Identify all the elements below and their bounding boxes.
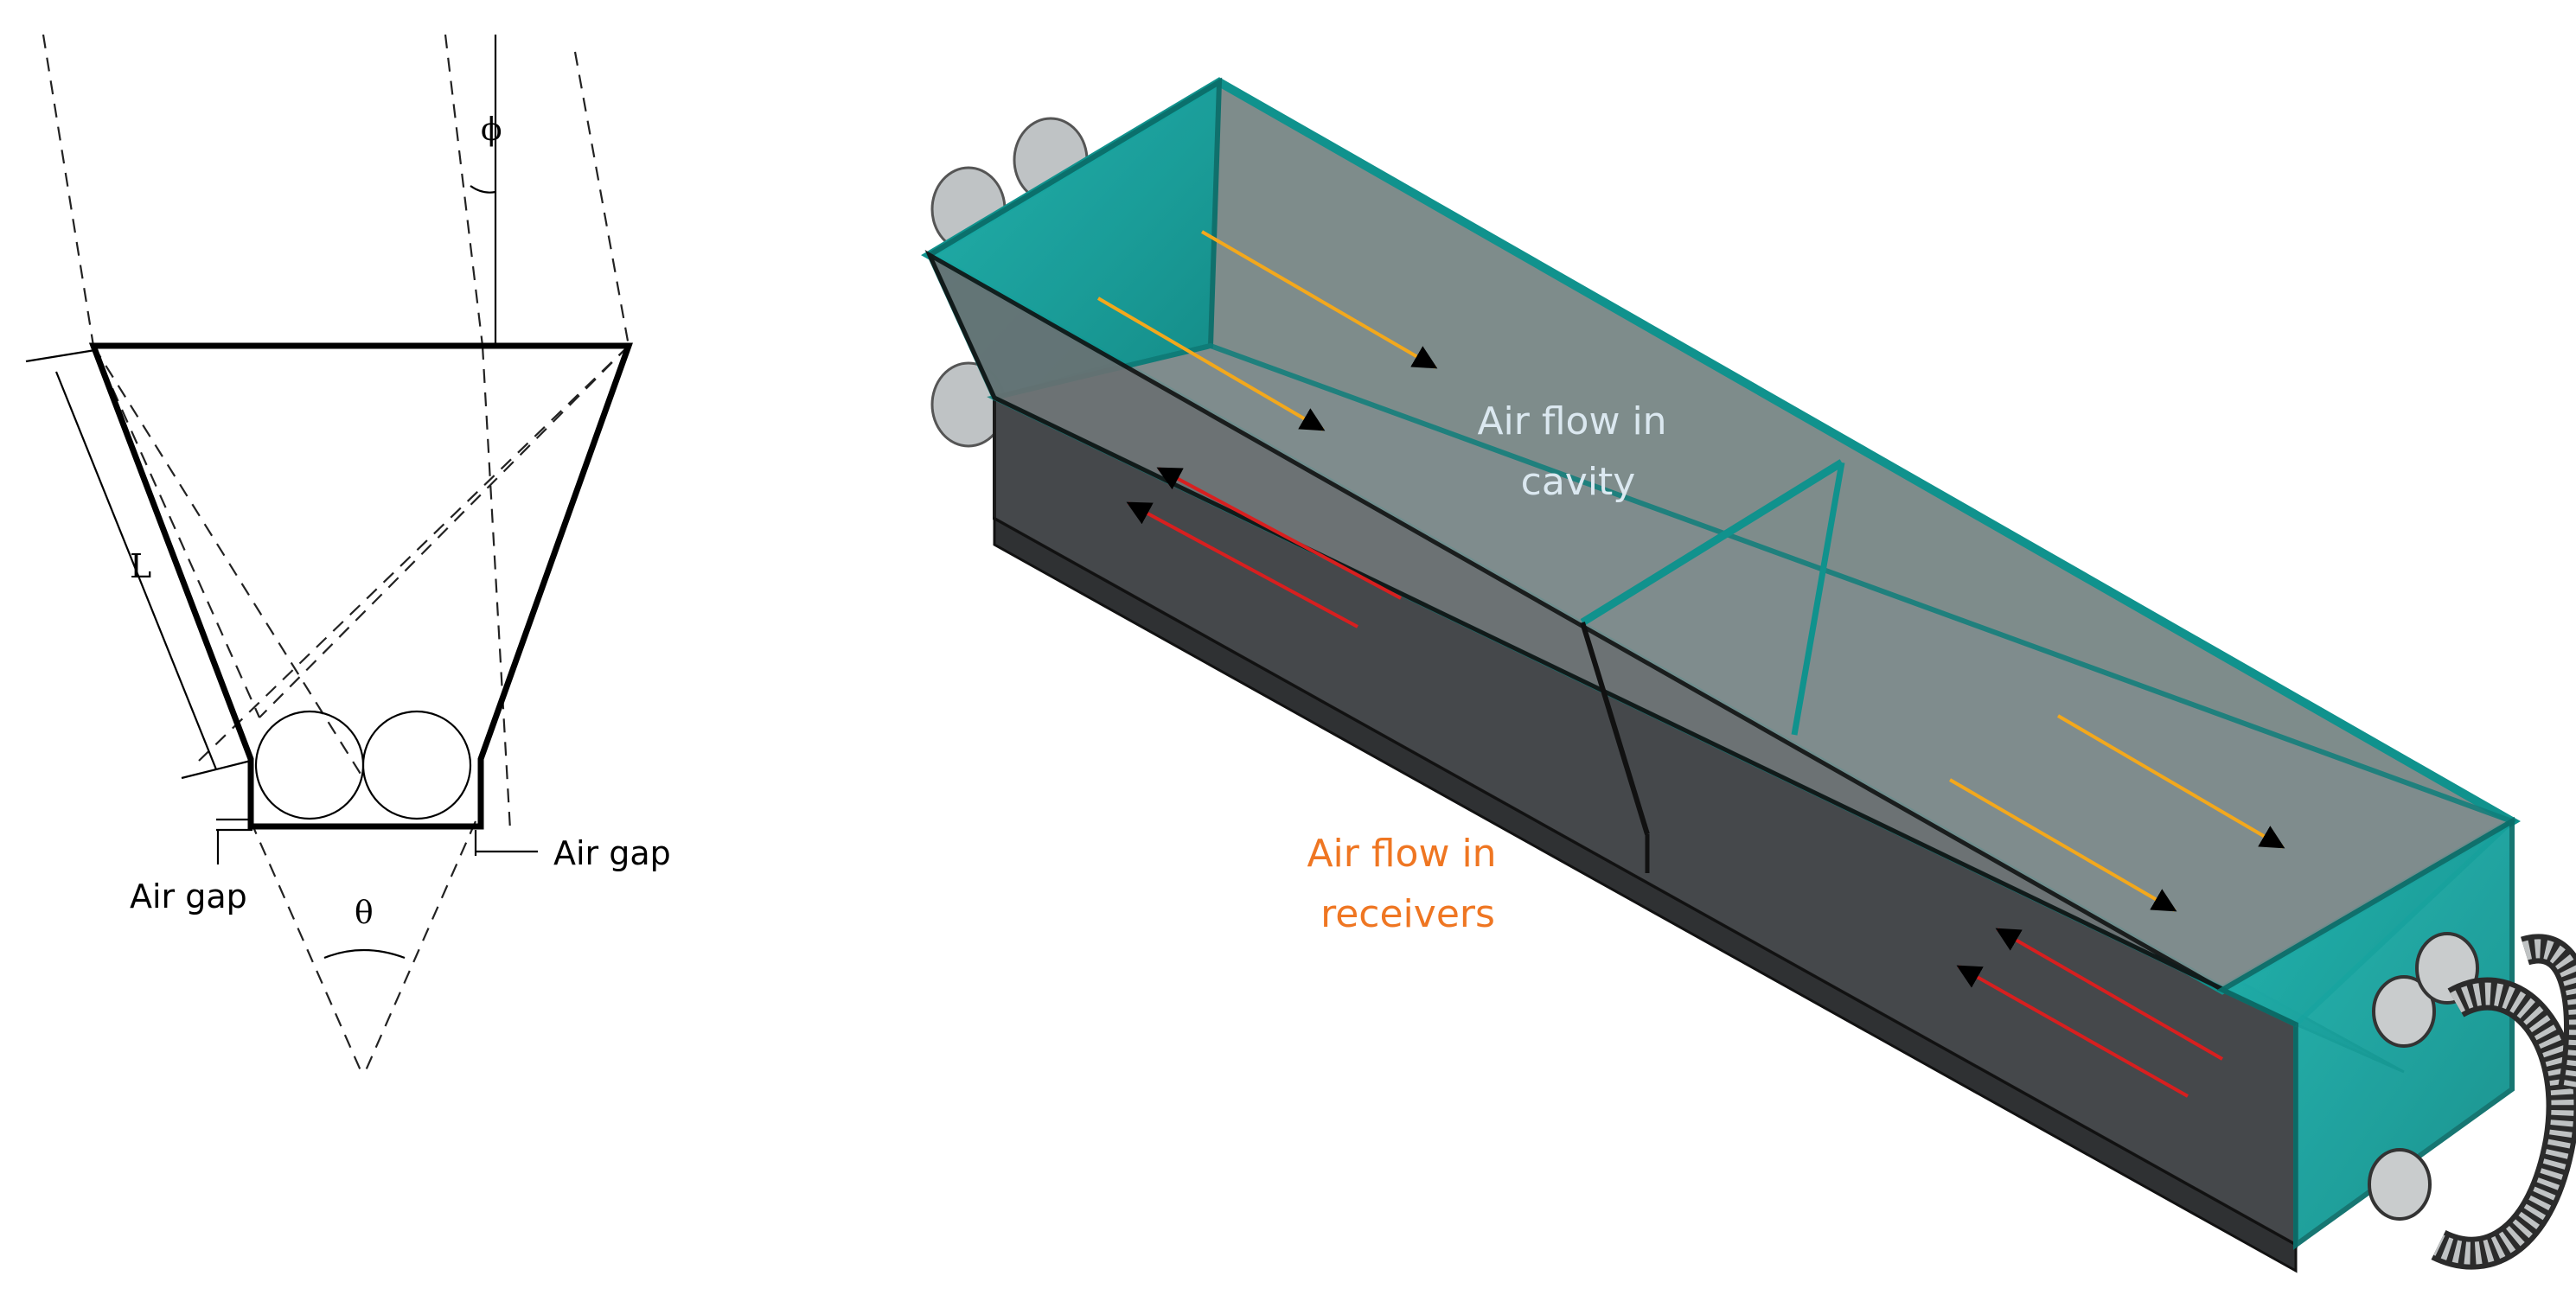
cavity-flow-arrows: [1096, 230, 2285, 912]
acceptance-line: [573, 51, 630, 347]
receiver-flow-arrow: [1126, 501, 1358, 628]
length-tick: [25, 348, 96, 363]
cavity-flow-arrow: [2056, 714, 2285, 849]
receiver-flow-arrow: [1995, 928, 2223, 1061]
length-tick: [181, 759, 252, 780]
cavity-flow-arrow: [1096, 297, 1326, 431]
theta-cone-line: [249, 820, 365, 1077]
outlet-u-bend-tubes: [2368, 932, 2576, 1270]
acceptance-line: [198, 345, 630, 762]
air-gap-left-label: Air gap: [130, 877, 247, 915]
receiver-flow-label-line1: Air flow in: [1307, 832, 1496, 876]
receiver-flow-label: Air flow in receivers: [1307, 832, 1508, 936]
receiver-body-side: [993, 516, 2298, 1273]
mid-divider: [1580, 459, 1844, 626]
phi-angle-arc: [470, 185, 496, 194]
length-dimension-line: [54, 371, 218, 770]
receiver-flow-arrows: [1126, 467, 2223, 1098]
acceptance-line: [93, 345, 364, 779]
theta-angle-arc: [323, 948, 406, 960]
collector-3d-model: Air flow in cavity Air flow in receivers: [921, 77, 2576, 1273]
cross-section-diagram: ϕ L θ Air gap Air gap: [25, 34, 671, 1077]
cavity-flow-arrow: [1200, 230, 1438, 369]
theta-label: θ: [355, 896, 374, 931]
phi-label: ϕ: [481, 112, 502, 148]
receiver-flow-label-line2: receivers: [1320, 892, 1495, 936]
mid-divider: [1580, 622, 1650, 835]
receiver-flow-arrow: [1156, 467, 1402, 600]
theta-cone-line: [361, 820, 477, 1077]
acceptance-line: [444, 34, 484, 347]
mid-divider: [1791, 462, 1845, 736]
cavity-flow-label: Air flow in cavity: [1477, 399, 1678, 504]
length-label: L: [130, 547, 151, 585]
receiver-tube-right: [361, 710, 472, 820]
acceptance-line: [92, 345, 261, 718]
air-gap-right-label: Air gap: [553, 834, 671, 872]
acceptance-line: [481, 345, 512, 831]
cavity-flow-label-line2: cavity: [1521, 460, 1636, 504]
cavity-flow-arrow: [1948, 778, 2177, 912]
acceptance-line: [42, 34, 95, 347]
cavity-flow-label-line1: Air flow in: [1477, 399, 1666, 443]
trough-reflector-outline: [88, 342, 633, 830]
acceptance-line: [259, 345, 630, 718]
receiver-flow-arrow: [1956, 965, 2189, 1098]
receiver-tube-left: [254, 710, 365, 820]
